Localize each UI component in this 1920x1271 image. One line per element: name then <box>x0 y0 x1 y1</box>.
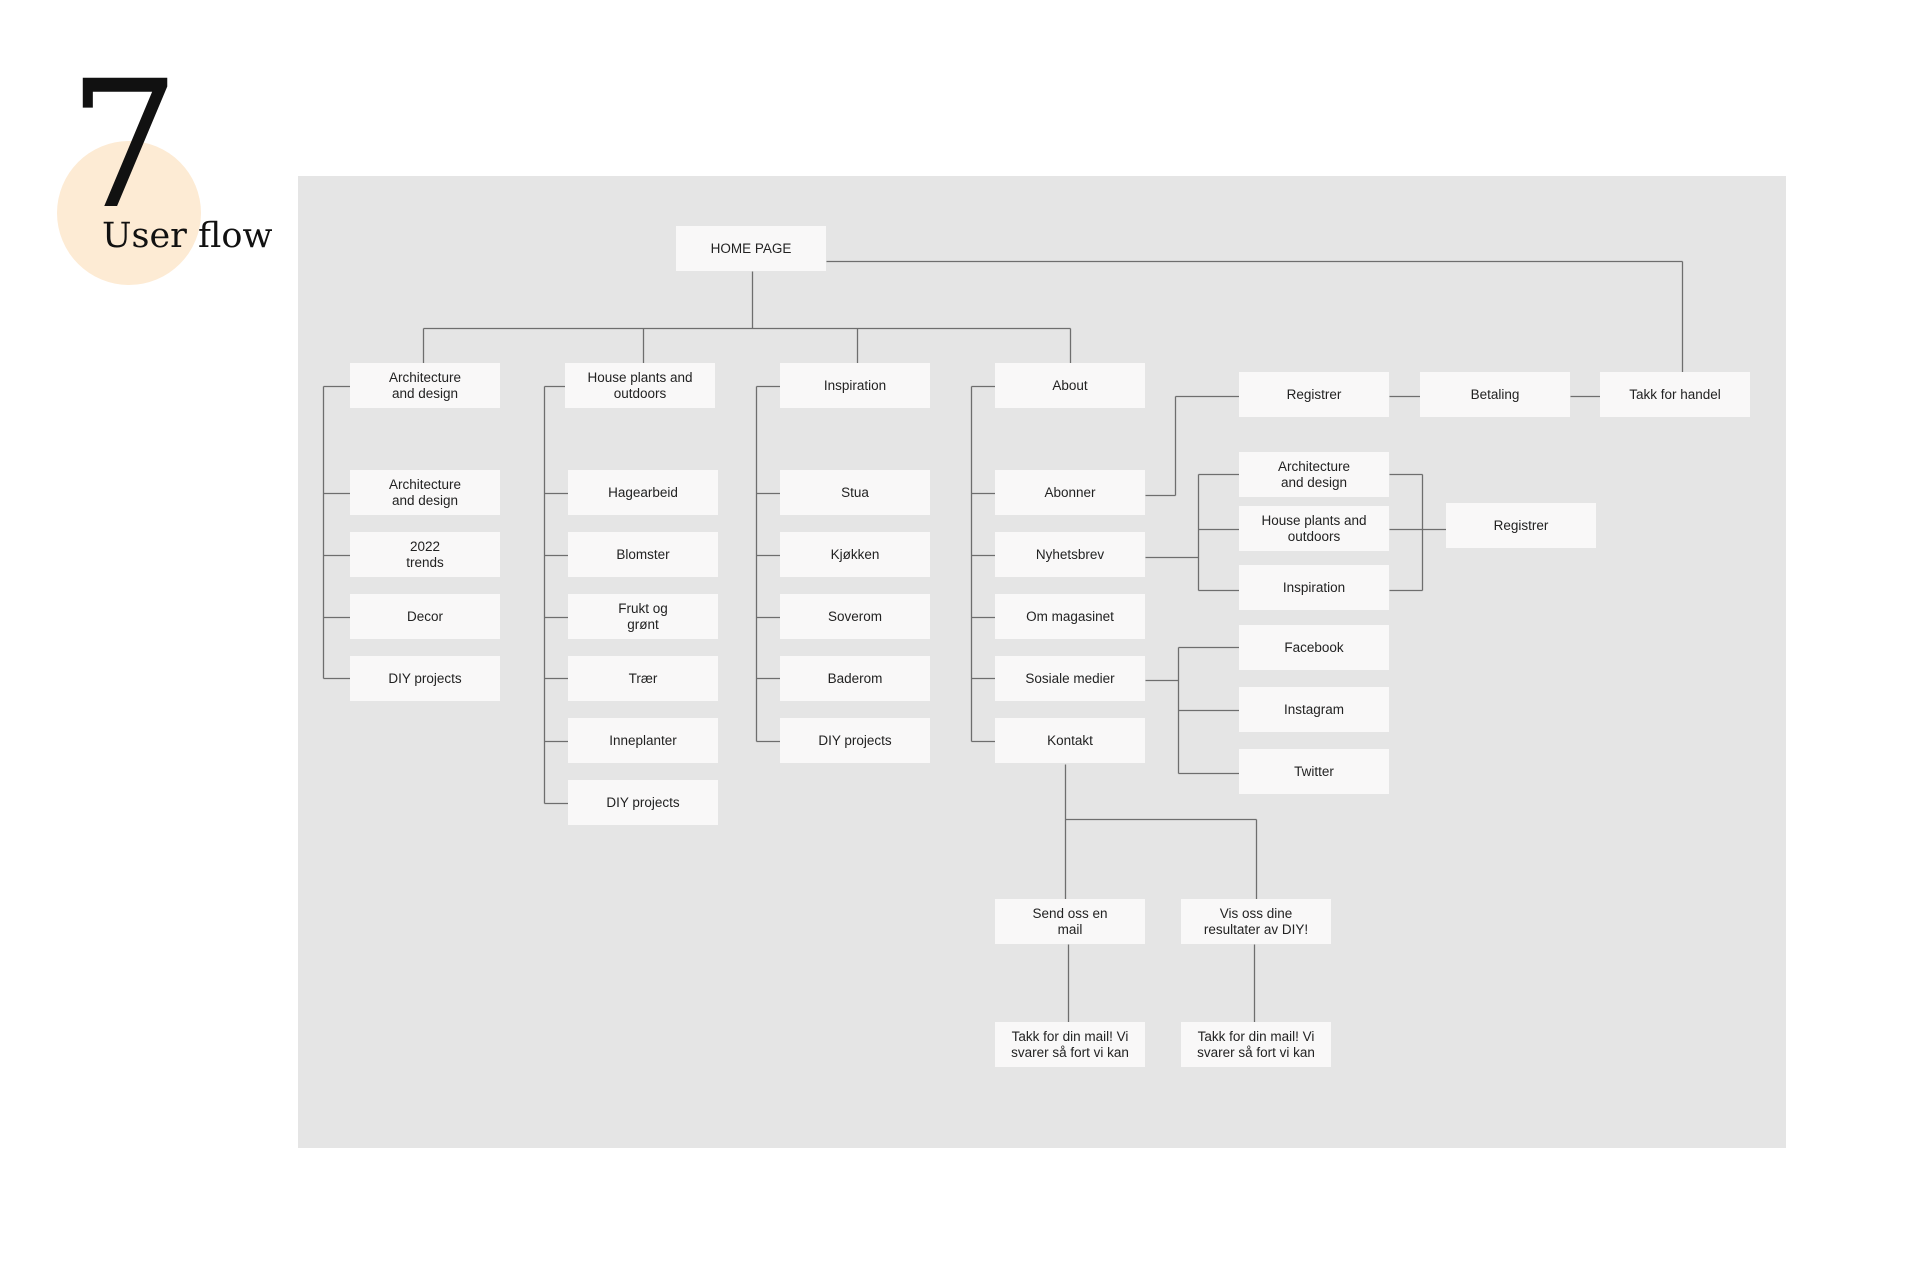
node-insp-baderom: Baderom <box>780 656 930 701</box>
node-takk-for-din-mail-2: Takk for din mail! Vi svarer så fort vi … <box>1181 1022 1331 1067</box>
connector-lines <box>322 260 1684 1023</box>
node-architecture-and-design: Architecture and design <box>350 363 500 408</box>
node-facebook: Facebook <box>1239 625 1389 670</box>
node-about-nyhetsbrev: Nyhetsbrev <box>995 532 1145 577</box>
node-arch-decor: Decor <box>350 594 500 639</box>
node-plants-diy-projects: DIY projects <box>568 780 718 825</box>
node-insp-kjokken: Kjøkken <box>780 532 930 577</box>
badge-circle <box>57 141 201 285</box>
user-flow-diagram: HOME PAGE Architecture and design House … <box>298 176 1786 1148</box>
node-registrer-newsletter: Registrer <box>1446 503 1596 548</box>
section-number: 7 <box>68 43 180 248</box>
node-plants-inneplanter: Inneplanter <box>568 718 718 763</box>
section-title: User flow <box>102 216 273 256</box>
node-plants-blomster: Blomster <box>568 532 718 577</box>
node-plants-hagearbeid: Hagearbeid <box>568 470 718 515</box>
node-plants-traer: Trær <box>568 656 718 701</box>
node-insp-diy-projects: DIY projects <box>780 718 930 763</box>
node-about-om-magasinet: Om magasinet <box>995 594 1145 639</box>
node-newsletter-architecture-and-design: Architecture and design <box>1239 452 1389 497</box>
node-registrer-subscription: Registrer <box>1239 372 1389 417</box>
node-takk-for-din-mail-1: Takk for din mail! Vi svarer så fort vi … <box>995 1022 1145 1067</box>
node-newsletter-inspiration: Inspiration <box>1239 565 1389 610</box>
node-insp-stua: Stua <box>780 470 930 515</box>
node-send-oss-en-mail: Send oss en mail <box>995 899 1145 944</box>
node-inspiration: Inspiration <box>780 363 930 408</box>
node-takk-for-handel: Takk for handel <box>1600 372 1750 417</box>
node-vis-oss-dine-resultater: Vis oss dine resultater av DIY! <box>1181 899 1331 944</box>
node-plants-frukt-og-gront: Frukt og grønt <box>568 594 718 639</box>
node-newsletter-house-plants: House plants and outdoors <box>1239 506 1389 551</box>
node-insp-soverom: Soverom <box>780 594 930 639</box>
node-arch-2022-trends: 2022 trends <box>350 532 500 577</box>
node-betaling: Betaling <box>1420 372 1570 417</box>
node-about-abonner: Abonner <box>995 470 1145 515</box>
node-about: About <box>995 363 1145 408</box>
node-instagram: Instagram <box>1239 687 1389 732</box>
node-home-page: HOME PAGE <box>676 226 826 271</box>
node-arch-architecture-and-design: Architecture and design <box>350 470 500 515</box>
node-about-kontakt: Kontakt <box>995 718 1145 763</box>
node-arch-diy-projects: DIY projects <box>350 656 500 701</box>
node-about-sosiale-medier: Sosiale medier <box>995 656 1145 701</box>
node-twitter: Twitter <box>1239 749 1389 794</box>
node-house-plants-and-outdoors: House plants and outdoors <box>565 363 715 408</box>
